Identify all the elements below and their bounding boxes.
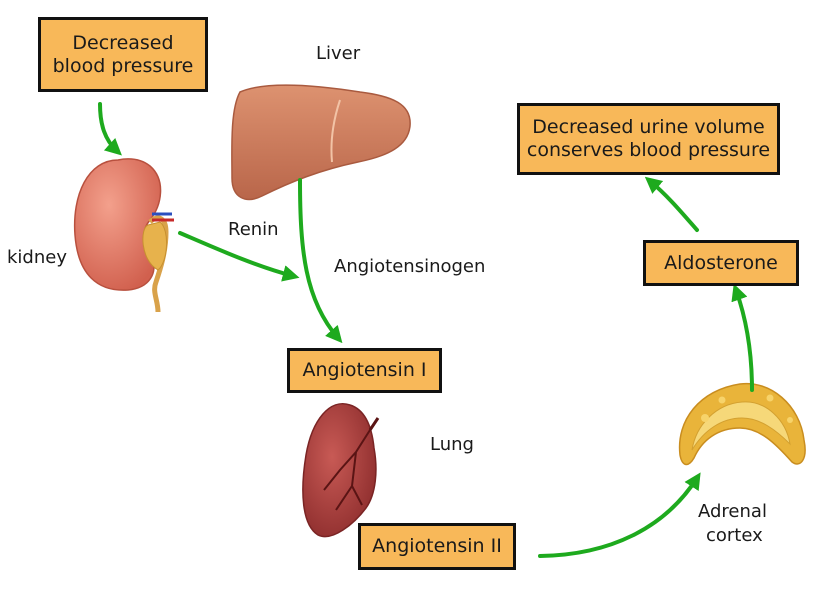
kidney-label: kidney (7, 247, 67, 268)
angiotensin-1-box: Angiotensin I (287, 348, 442, 393)
decreased-blood-pressure-box: Decreased blood pressure (38, 17, 208, 92)
angiotensin-2-box: Angiotensin II (358, 523, 516, 570)
decreased-bp-line2: blood pressure (52, 54, 194, 77)
aldosterone-label: Aldosterone (664, 251, 778, 274)
liver-icon (231, 84, 411, 201)
urine-line2: conserves blood pressure (526, 139, 771, 161)
angiotensin-1-label: Angiotensin I (302, 359, 427, 382)
adrenal-gland-icon (678, 382, 806, 466)
arrow-aldosterone-to-urine (644, 176, 699, 232)
urine-line1: Decreased urine volume (532, 116, 765, 139)
aldosterone-box: Aldosterone (643, 240, 799, 286)
renin-label: Renin (228, 219, 279, 240)
urine-volume-box: Decreased urine volume conserves blood p… (517, 103, 780, 175)
arrow-adrenal-to-aldosterone (731, 283, 754, 392)
adrenal-cortex-label: Adrenal cortex (698, 500, 767, 549)
arrow-angiotensin2-to-adrenal (538, 472, 701, 558)
angiotensinogen-label: Angiotensinogen (334, 256, 486, 277)
arrow-bp-to-kidney (98, 102, 122, 156)
kidney-icon (73, 158, 174, 313)
lung-icon (302, 403, 380, 538)
decreased-bp-line1: Decreased (72, 31, 174, 54)
liver-label: Liver (316, 43, 361, 64)
arrow-renin-to-angiotensin1 (178, 231, 300, 282)
adrenal-label-line2: cortex (706, 525, 763, 547)
arrow-liver-to-angiotensin1 (298, 178, 343, 344)
lung-label: Lung (430, 434, 474, 455)
angiotensin-2-label: Angiotensin II (372, 535, 502, 558)
adrenal-label-line1: Adrenal (698, 501, 767, 522)
